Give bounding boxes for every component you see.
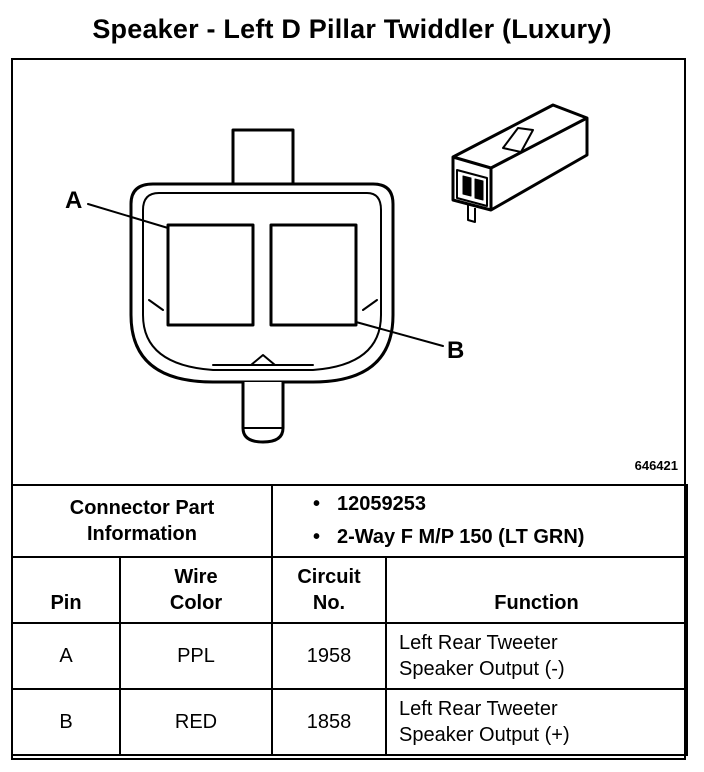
circuit-cell: 1958 [271, 622, 387, 690]
leader-line-a [87, 203, 169, 229]
pin-b-cavity [269, 223, 358, 327]
diagram-frame [11, 58, 686, 760]
col-header-circuit: Circuit No. [271, 556, 387, 624]
pin-cell: B [11, 688, 121, 756]
connector-housing [129, 182, 395, 384]
col-header-pin: Pin [11, 556, 121, 624]
connector-inner-wall [142, 192, 382, 371]
figure-id: 646421 [634, 458, 678, 473]
part-number: 12059253 [313, 488, 686, 521]
table-row: A PPL 1958 Left Rear Tweeter Speaker Out… [11, 622, 689, 690]
label-b: B [447, 337, 464, 364]
connector-info-header: Connector Part Information [11, 484, 273, 558]
connector-table: Connector Part Information 12059253 2-Wa… [11, 484, 689, 756]
col-header-function: Function [384, 556, 689, 624]
connector-latch-tab [231, 128, 295, 187]
page-title: Speaker - Left D Pillar Twiddler (Luxury… [92, 14, 612, 44]
connector-info-row: Connector Part Information 12059253 2-Wa… [11, 484, 689, 558]
connector-info-values: 12059253 2-Way F M/P 150 (LT GRN) [270, 484, 689, 558]
col-header-wire-color: Wire Color [119, 556, 273, 624]
circuit-cell: 1858 [271, 688, 387, 756]
connector-bottom-tab [241, 380, 285, 444]
table-row: B RED 1858 Left Rear Tweeter Speaker Out… [11, 688, 689, 756]
pin-cell: A [11, 622, 121, 690]
connector-diagram: A B [65, 103, 589, 444]
label-a: A [65, 187, 82, 214]
function-cell: Left Rear Tweeter Speaker Output (+) [384, 688, 689, 756]
connector-description: 2-Way F M/P 150 (LT GRN) [313, 521, 686, 554]
leader-line-b [355, 321, 444, 347]
connector-3d-view [451, 103, 589, 223]
wire-color-cell: RED [119, 688, 273, 756]
function-cell: Left Rear Tweeter Speaker Output (-) [384, 622, 689, 690]
pin-a-cavity [166, 223, 255, 327]
column-header-row: Pin Wire Color Circuit No. Function [11, 556, 689, 624]
wire-color-cell: PPL [119, 622, 273, 690]
